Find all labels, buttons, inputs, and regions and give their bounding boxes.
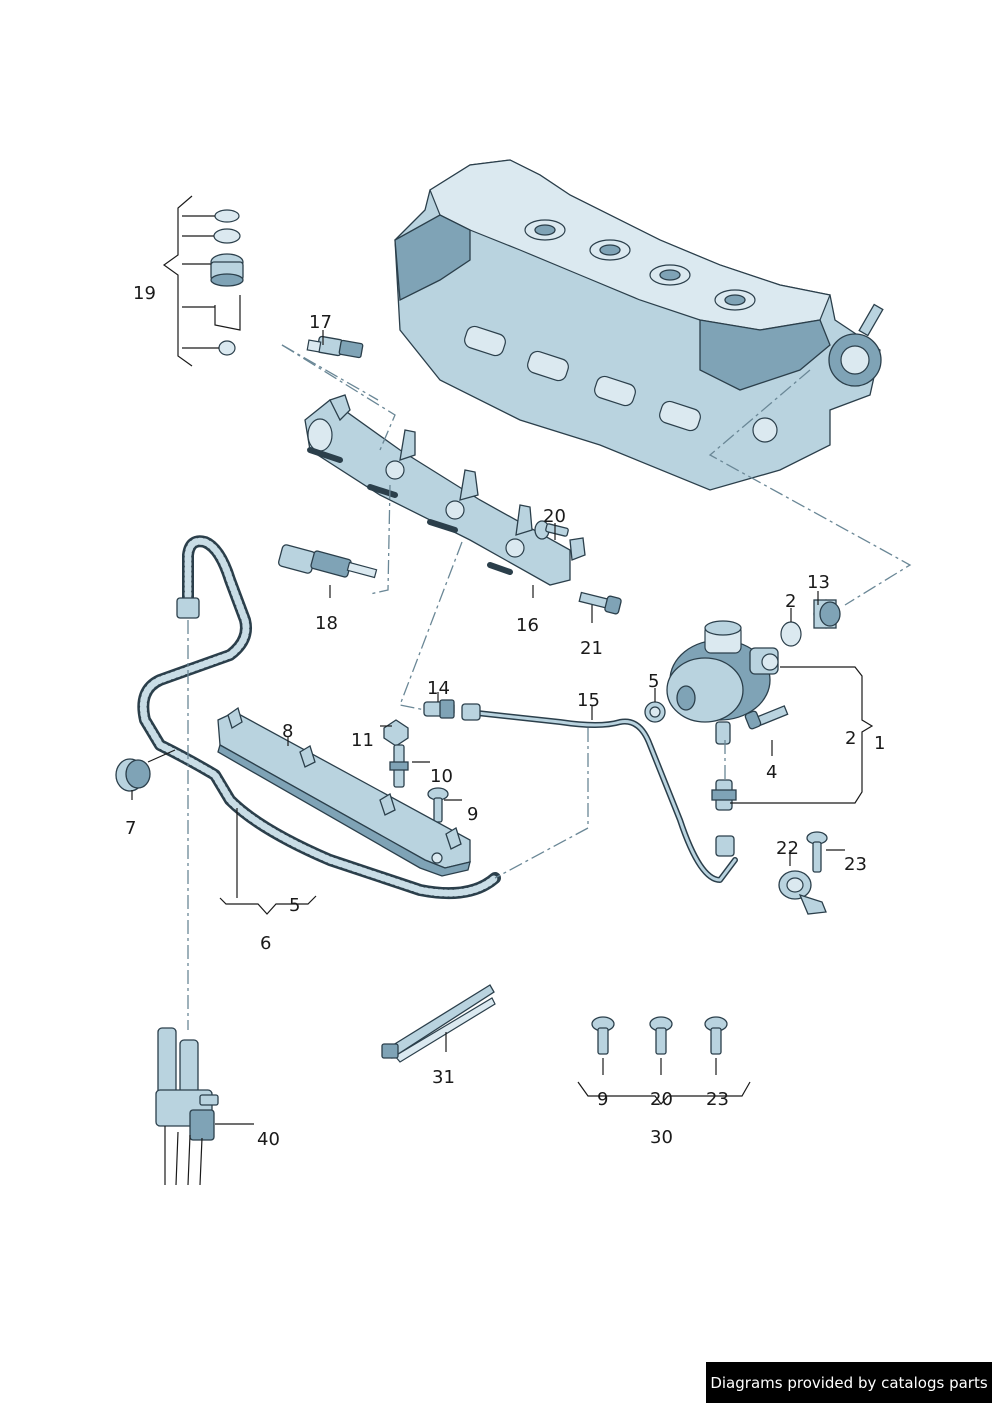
bolt-21: [578, 591, 622, 615]
intake-ports: [464, 325, 701, 432]
bushing-13: [813, 599, 841, 629]
clamp-22: [778, 870, 827, 915]
bolt-9: [427, 787, 449, 823]
callout-23: 23: [844, 854, 867, 875]
fuel-supply-hose: [137, 535, 501, 900]
bolt-set-30: [591, 1016, 728, 1055]
callout-labels: 19 17 20 18 16 21 13 2 2 1 4 5 14 15 11 …: [125, 283, 885, 1150]
callout-2-ring: 2: [785, 591, 796, 612]
callout-18: 18: [315, 613, 338, 634]
high-pressure-pump: [666, 620, 779, 745]
connector-40: [155, 1027, 219, 1186]
high-pressure-line-15: [461, 703, 738, 883]
callout-21: 21: [580, 638, 603, 659]
callout-13: 13: [807, 572, 830, 593]
callout-7: 7: [125, 818, 136, 839]
callout-20: 20: [543, 506, 566, 527]
cylinder-head: [394, 159, 884, 491]
fuel-rail: [304, 394, 586, 586]
callout-19: 19: [133, 283, 156, 304]
callout-14: 14: [427, 678, 450, 699]
assembly-lines: [187, 344, 912, 1030]
callout-22: 22: [776, 838, 799, 859]
bracket-8: [217, 706, 471, 877]
callout-11: 11: [351, 730, 374, 751]
callout-16: 16: [516, 615, 539, 636]
callout-10: 10: [430, 766, 453, 787]
nut-14: [423, 699, 455, 719]
fuel-pressure-sensor-18: [277, 544, 378, 579]
callout-5-hose: 5: [289, 895, 300, 916]
callout-6: 6: [260, 933, 271, 954]
union-nut-5: [644, 701, 666, 723]
bolt-4: [744, 705, 789, 730]
bolt-23: [806, 831, 828, 873]
fitting-pump-return: [711, 779, 737, 811]
o-ring-2: [780, 621, 802, 647]
seal-kit-19: [210, 209, 244, 356]
callout-9-set: 9: [597, 1089, 608, 1110]
fuel-pressure-sender-17: [306, 335, 364, 359]
callout-30: 30: [650, 1127, 673, 1148]
callout-15: 15: [577, 690, 600, 711]
callout-20-set: 20: [650, 1089, 673, 1110]
bolt-20: [534, 520, 569, 540]
cable-ties-31: [381, 984, 496, 1063]
nut-11: [383, 719, 409, 747]
callout-9: 9: [467, 804, 478, 825]
callout-4: 4: [766, 762, 777, 783]
watermark-label: Diagrams provided by catalogs parts: [706, 1362, 992, 1403]
leader-lines: [131, 195, 874, 1125]
callout-31: 31: [432, 1067, 455, 1088]
callout-1: 1: [874, 733, 885, 754]
callout-23-set: 23: [706, 1089, 729, 1110]
callout-40: 40: [257, 1129, 280, 1150]
camshaft-bores: [524, 219, 756, 311]
stud-10: [389, 744, 409, 788]
callout-5-nut: 5: [648, 671, 659, 692]
callout-2-pump: 2: [845, 728, 856, 749]
callout-17: 17: [309, 312, 332, 333]
ring-7: [115, 758, 151, 792]
callout-8: 8: [282, 721, 293, 742]
